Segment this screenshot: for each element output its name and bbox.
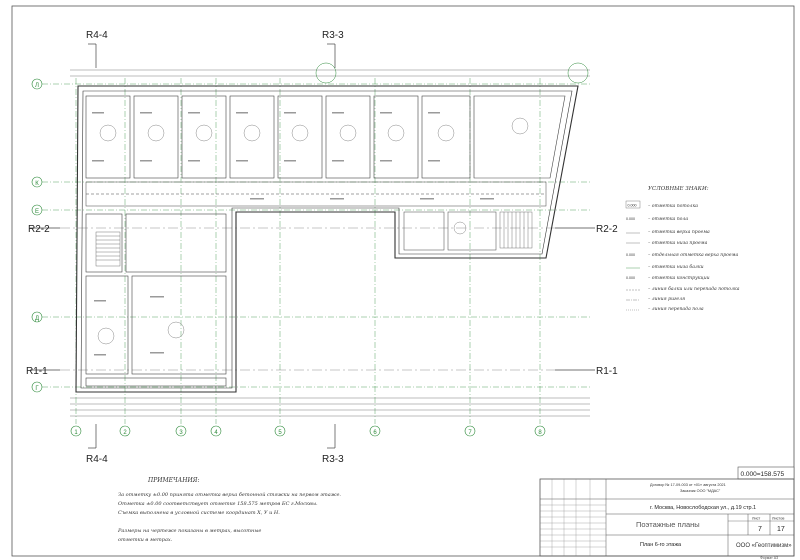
legend-text-2: – отметка верха проема	[648, 230, 710, 235]
notes-line-0: За отметку ±0.00 принята отметка верха б…	[118, 491, 341, 498]
contract-text: Договор № 17-09-003 от «01» августа 2021	[650, 483, 726, 487]
section-label-r33-bottom: R3-3	[322, 454, 344, 465]
left-wing-rooms	[85, 213, 227, 387]
axis-col-2: 2	[123, 430, 127, 436]
column-axis-markers: 1 2 3 4 5 6 7 8	[70, 425, 546, 437]
elevation-marks	[92, 112, 494, 356]
sheets-label: Листов	[772, 517, 784, 521]
notes-line-2: Съемка выполнена в условной системе коор…	[118, 510, 280, 516]
column-gridlines	[75, 78, 541, 424]
building-outline	[75, 85, 579, 393]
section-label-r22-right: R2-2	[596, 224, 618, 235]
legend-text-7: – линия балки или перепада потолка	[648, 285, 740, 292]
customer-text: Заказчик ООО "МДАС"	[680, 489, 721, 493]
section-label-r44-bottom: R4-4	[86, 454, 108, 465]
axis-col-1: 1	[74, 430, 78, 436]
axis-col-6: 6	[373, 430, 377, 436]
axis-row-g: Г	[35, 386, 39, 392]
sheet-number: 7	[758, 526, 762, 533]
format-text: Формат А3	[760, 556, 778, 560]
legend-sym-6: 0.000	[626, 276, 635, 280]
axis-col-5: 5	[278, 430, 282, 436]
address-text: г. Москва, Новослободская ул., д.19 стр.…	[650, 505, 756, 511]
right-core-rooms	[403, 211, 497, 251]
section-label-r33-top: R3-3	[322, 30, 344, 41]
legend-sym-4: 0.000	[626, 253, 635, 257]
legend-text-8: – линия ригеля	[648, 297, 685, 302]
legend-text-5: – отметка низа балки	[648, 263, 704, 270]
elevation-reference: 0.000=158.575	[741, 471, 785, 478]
legend-text-6: – отметка конструкции	[648, 276, 710, 281]
section-label-r44-top: R4-4	[86, 30, 108, 41]
top-right-axis-circle	[567, 62, 589, 84]
notes-line-5: отметки в метрах.	[118, 537, 173, 543]
notes-line-1: Отметка ±0.00 соответствует отметке 158.…	[118, 501, 318, 507]
axis-col-8: 8	[538, 430, 542, 436]
notes: ПРИМЕЧАНИЯ: За отметку ±0.00 принята отм…	[117, 477, 341, 543]
section-label-r11-right: R1-1	[596, 366, 618, 377]
legend-sym-1: 0.000	[626, 217, 635, 221]
plan-name: План 6-го этажа	[640, 542, 682, 548]
company-name: ООО «Геоптимизм»	[736, 543, 792, 549]
stair-left	[95, 231, 121, 267]
notes-title: ПРИМЕЧАНИЯ:	[147, 477, 200, 484]
section-label-r11-left: R1-1	[26, 366, 48, 377]
stair-right	[499, 211, 533, 249]
legend-text-9: – линия перепада пола	[648, 306, 704, 312]
legend-text-1: – отметка пола	[648, 217, 688, 222]
axis-col-4: 4	[214, 430, 218, 436]
sheet-frame	[11, 5, 795, 557]
section-label-r22-left: R2-2	[28, 224, 50, 235]
axis-row-d: Д	[35, 316, 39, 322]
top-dimension-chain	[70, 69, 590, 77]
legend-title: УСЛОВНЫЕ ЗНАКИ:	[648, 186, 709, 192]
axis-col-3: 3	[179, 430, 183, 436]
section-lines	[30, 43, 595, 449]
axis-col-7: 7	[468, 430, 472, 436]
axis-row-e: Е	[35, 209, 39, 215]
top-axis-circle	[315, 62, 337, 84]
sheet-label: Лист	[752, 517, 761, 521]
bottom-dimension-chain	[70, 397, 590, 417]
top-room-row	[85, 95, 566, 179]
legend-sym-0: 0.000	[628, 204, 637, 208]
legend-items: 0.000 – отметка потолка 0.000 – отметка …	[625, 200, 740, 312]
corridor	[85, 181, 547, 207]
drawing-title: Поэтажные планы	[636, 520, 700, 529]
row-axis-markers: Л К Е Д Г	[31, 78, 43, 393]
title-block: 0.000=158.575 Договор № 17-09-003 от «01…	[539, 466, 795, 560]
legend: УСЛОВНЫЕ ЗНАКИ: 0.000 – отметка потолка …	[625, 186, 740, 312]
axis-row-k: К	[35, 181, 39, 187]
sheets-total: 17	[777, 526, 785, 533]
axis-row-l: Л	[35, 83, 39, 89]
notes-line-4: Размеры на чертеже показаны в метрах, вы…	[117, 528, 261, 534]
legend-text-3: – отметка низа проема	[648, 241, 708, 246]
room-markers	[97, 117, 529, 345]
legend-text-0: – отметка потолка	[648, 204, 698, 209]
legend-text-4: – отдельная отметка верха проема	[648, 252, 738, 258]
